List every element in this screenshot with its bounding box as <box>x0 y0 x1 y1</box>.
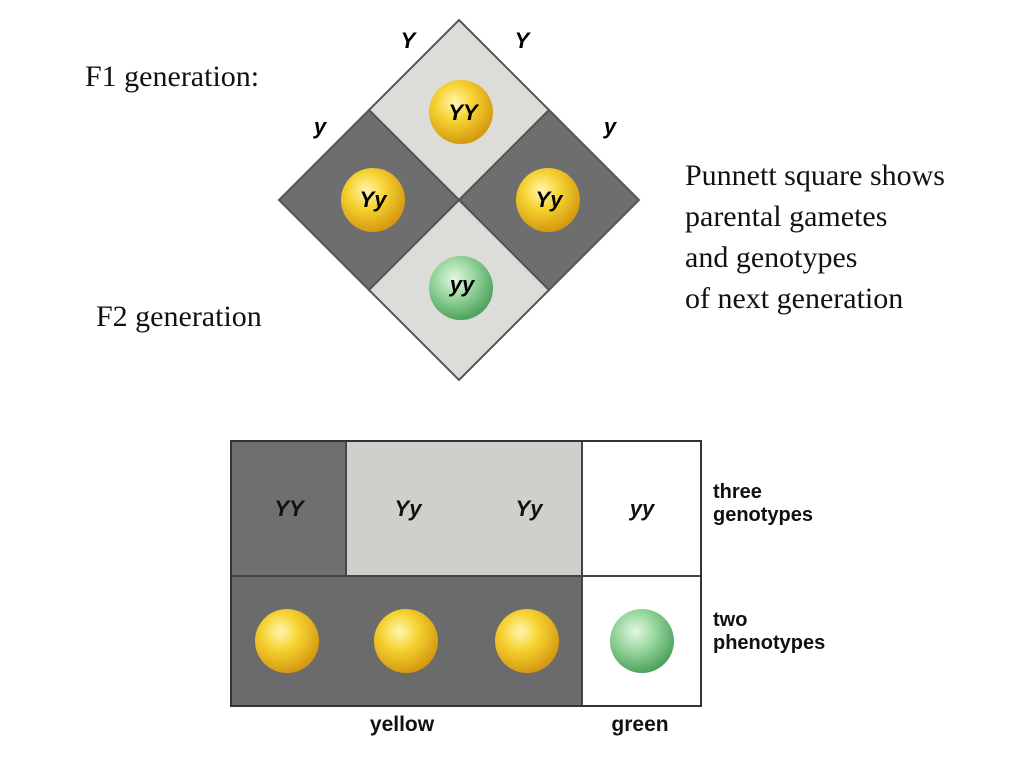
f1-generation-label: F1 generation: <box>85 60 260 93</box>
gamete-top-left: Y <box>401 28 418 53</box>
genotype-top: YY <box>448 100 480 125</box>
phenotype-yellow-label: yellow <box>369 713 435 736</box>
phenotypes-count-label: two phenotypes <box>713 609 825 655</box>
description-line: and genotypes <box>685 241 858 274</box>
punnett-description: Punnett square shows parental gametes an… <box>685 155 945 319</box>
genotype-left: Yy <box>360 187 389 212</box>
genotype-label: yy <box>629 496 655 521</box>
row-divider <box>232 575 700 577</box>
description-line: Punnett square shows <box>685 159 945 192</box>
genotype-phenotype-table: YY Yy Yy yy <box>230 440 702 707</box>
phenotype-peas <box>255 609 674 673</box>
gamete-side-right: y <box>603 114 618 139</box>
yellow-pea-icon <box>429 80 493 144</box>
green-pea-icon <box>610 609 674 673</box>
yellow-pea-icon <box>341 168 405 232</box>
cell-homozygous-dominant <box>232 442 347 575</box>
yellow-pea-icon <box>516 168 580 232</box>
description-line: parental gametes <box>685 200 888 233</box>
genotype-right: Yy <box>536 187 565 212</box>
cell-heterozygous <box>347 442 583 575</box>
genotype-bottom: yy <box>449 272 476 297</box>
punnett-square: Y Y y y YY Yy Yy yy <box>277 18 641 382</box>
genotypes-count-label: three genotypes <box>713 481 813 527</box>
description-line: of next generation <box>685 282 904 315</box>
genotype-label: Yy <box>394 496 422 521</box>
genotype-label: YY <box>274 496 304 521</box>
yellow-pea-icon <box>374 609 438 673</box>
cell-homozygous-recessive <box>583 442 700 575</box>
f2-generation-label: F2 generation <box>96 300 262 333</box>
yellow-pea-icon <box>255 609 319 673</box>
genotype-label: Yy <box>515 496 543 521</box>
gamete-top-right: Y <box>515 28 532 53</box>
gamete-side-left: y <box>313 114 328 139</box>
label-line: phenotypes <box>713 632 826 654</box>
phenotype-green-label: green <box>611 713 669 736</box>
green-pea-icon <box>429 256 493 320</box>
label-line: two <box>713 609 748 631</box>
yellow-pea-icon <box>495 609 559 673</box>
label-line: genotypes <box>713 504 814 526</box>
label-line: three <box>713 481 762 503</box>
